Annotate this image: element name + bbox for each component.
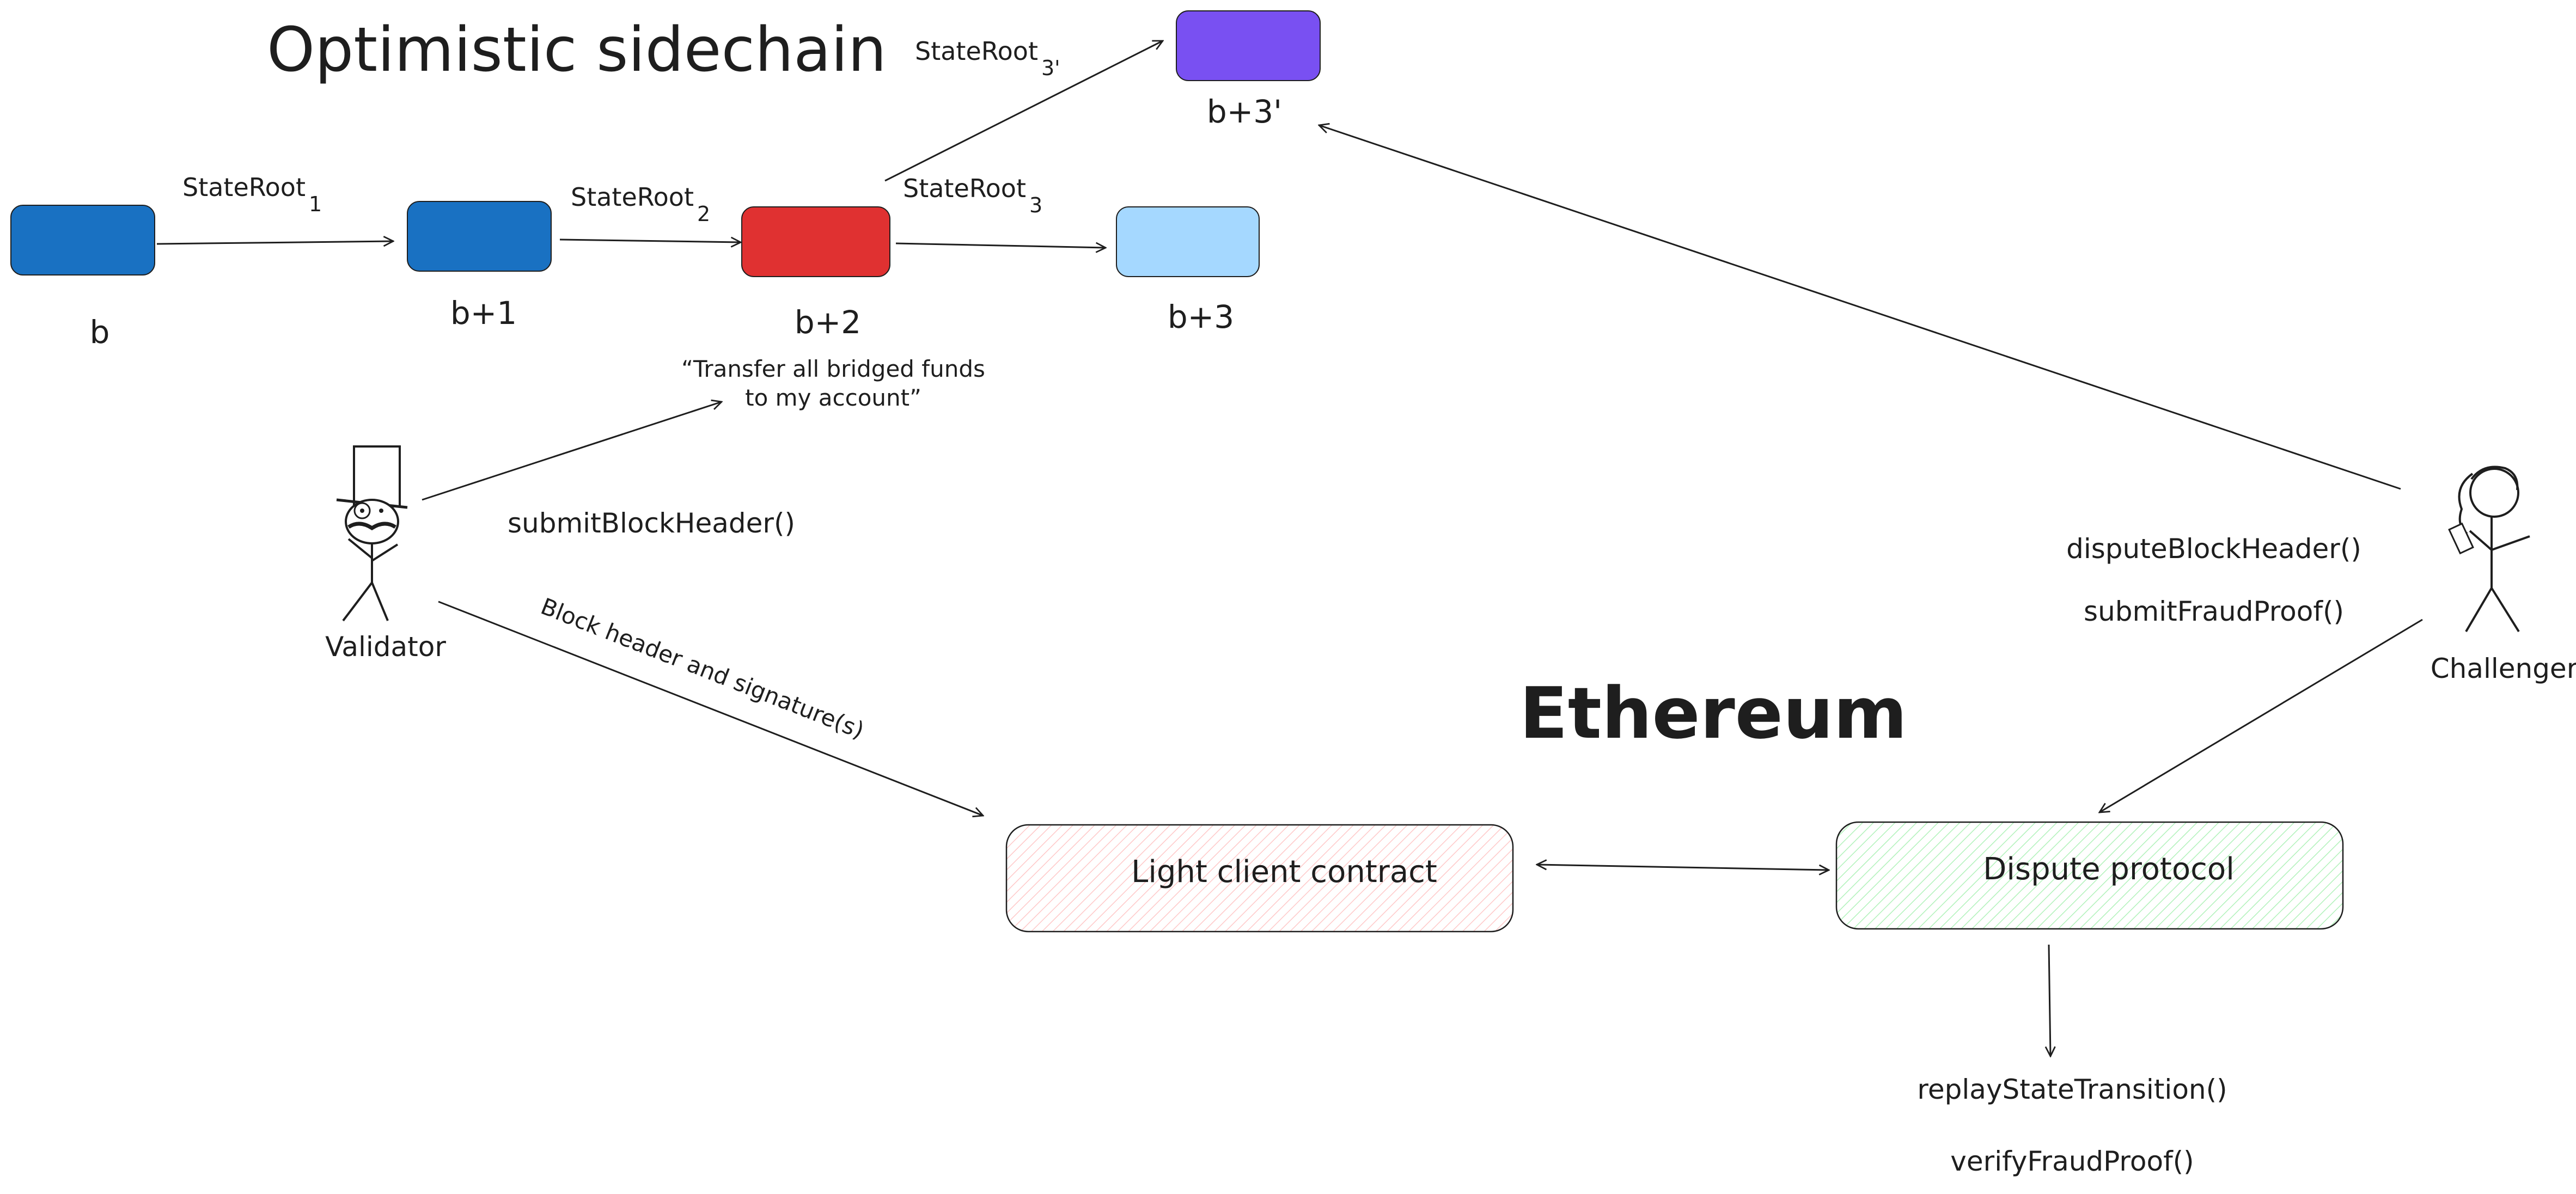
malicious-note-line-2: to my account” <box>745 384 921 411</box>
ethereum-title: Ethereum <box>1519 672 1907 755</box>
block-label-b: b <box>90 314 110 351</box>
arrow-b1-to-b2 <box>559 240 741 242</box>
malicious-note-line-1: “Transfer all bridged funds <box>681 356 985 382</box>
dispute-protocol-box <box>1835 821 2344 930</box>
block-b <box>10 205 155 275</box>
challenger-figure <box>2448 466 2530 633</box>
light-client-contract-label: Light client contract <box>1131 854 1437 890</box>
top-hat-icon <box>353 445 401 507</box>
arrow-challenger-to-dispute <box>2099 619 2423 812</box>
hair-icon <box>2470 466 2519 491</box>
validator-figure <box>336 445 408 622</box>
light-client-contract-box <box>1005 824 1514 933</box>
submit-block-header-label: submitBlockHeader() <box>508 507 795 539</box>
diagram-title: Optimistic sidechain <box>267 15 887 85</box>
block-b-plus-3 <box>1116 206 1260 277</box>
moustache-icon <box>347 522 396 531</box>
block-label-b-plus-3-prime: b+3' <box>1207 93 1282 130</box>
challenger-label: Challenger <box>2431 653 2576 684</box>
monocle-icon <box>353 502 371 519</box>
phone-icon <box>2448 522 2474 555</box>
block-b-plus-2 <box>741 206 890 277</box>
arrow-light-client-dispute-bidirectional <box>1537 865 1829 870</box>
block-label-b-plus-2: b+2 <box>795 304 861 341</box>
state-root-3-prime: StateRoot3' <box>915 36 1060 80</box>
state-root-1: StateRoot1 <box>182 173 322 216</box>
arrow-validator-to-light-client <box>438 601 983 816</box>
arrow-b2-to-b3-prime <box>884 41 1163 182</box>
arrow-dispute-down <box>2049 944 2050 1056</box>
submit-fraud-proof-label: submitFraudProof() <box>2084 596 2344 627</box>
dispute-block-header-label: disputeBlockHeader() <box>2066 533 2361 565</box>
validator-label: Validator <box>325 631 446 663</box>
state-root-2: StateRoot2 <box>571 182 710 226</box>
arrow-b-to-b1 <box>156 241 393 244</box>
arrow-challenger-to-b3-prime <box>1319 125 2401 490</box>
block-b-plus-3-prime <box>1176 10 1321 81</box>
arrow-validator-to-note <box>422 402 722 501</box>
dispute-protocol-label: Dispute protocol <box>1983 852 2235 887</box>
verify-fraud-proof-label: verifyFraudProof() <box>1950 1146 2194 1177</box>
block-label-b-plus-1: b+1 <box>450 295 517 332</box>
replay-state-transition-label: replayStateTransition() <box>1917 1074 2227 1105</box>
block-b-plus-1 <box>407 201 552 272</box>
arrow-b2-to-b3 <box>895 243 1106 248</box>
block-label-b-plus-3: b+3 <box>1168 298 1234 335</box>
block-header-signature-label: Block header and signature(s) <box>537 593 868 744</box>
state-root-3: StateRoot3 <box>903 174 1042 217</box>
